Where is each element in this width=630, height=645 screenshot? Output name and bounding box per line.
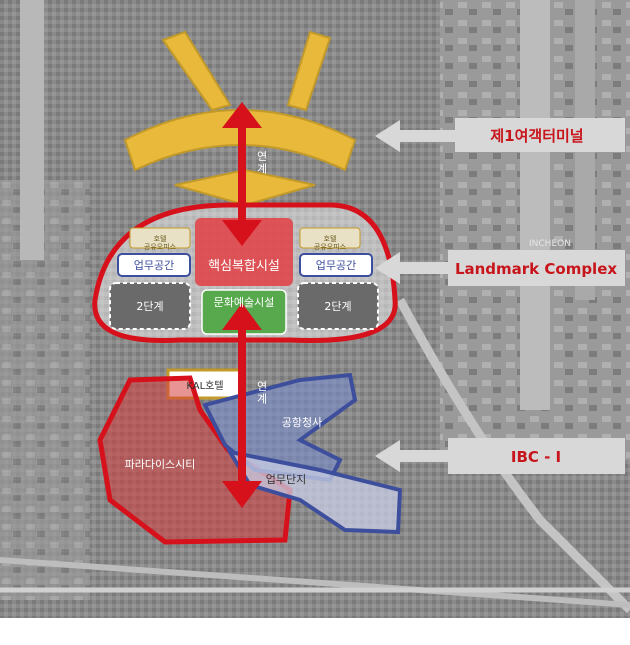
pointer-ibc [375,438,625,474]
label-line: 계 [257,163,267,176]
core-complex-block [195,218,293,286]
ibc1-label: IBC - I [511,448,561,466]
office-right-block [299,253,373,277]
label-line: 계 [257,393,267,406]
label-line: 호텔 [324,235,337,243]
business-complex-label: 업무단지 [266,473,306,486]
pointer-landmark [375,250,625,286]
paradise-city-label: 파라다이스시티 [125,458,196,471]
airport-office-label: 공항청사 [282,416,322,429]
phase2-left-label: 2단계 [136,300,163,313]
link-arrow-top [222,102,262,246]
hotel-left-block [129,227,191,249]
label-line: 호텔 [154,235,167,243]
office-right-label: 업무공간 [316,259,356,272]
culture-arts-label: 문화예술시설 [214,296,275,309]
core-complex-label: 핵심복합시설 [208,259,280,274]
link-arrow-bottom [222,303,262,508]
label-line: 공유오피스 [314,242,347,251]
business-complex-zone [225,449,403,535]
office-left-block [117,253,191,277]
terminal1-label: 제1여객터미널 [490,127,583,145]
kal-hotel-label: KAL호텔 [186,380,223,392]
hotel-right-block [299,227,361,249]
label-line: 연 [257,380,267,393]
phase2-right-block [297,282,379,330]
incheon-label: INCHEON [529,239,571,249]
pointer-terminal1 [375,118,625,152]
office-left-label: 업무공간 [134,259,174,272]
label-line: 공유오피스 [144,242,177,251]
label-line: 연 [257,150,267,163]
phase2-right-label: 2단계 [324,300,351,313]
phase2-left-block [109,282,191,330]
landmark-complex-label: Landmark Complex [455,260,617,278]
